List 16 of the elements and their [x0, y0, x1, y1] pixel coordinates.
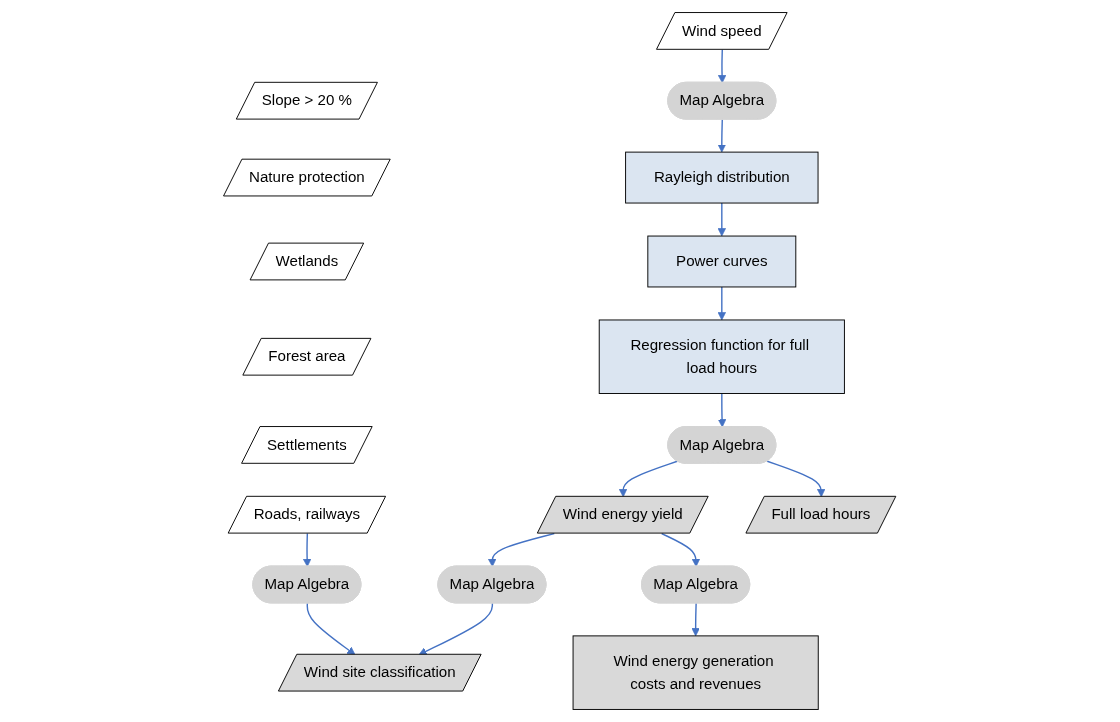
arrow [661, 532, 701, 567]
arrow [691, 602, 701, 637]
arrow [418, 602, 494, 656]
arrow [306, 602, 356, 656]
arrow [619, 460, 679, 498]
node-box: Power curves [647, 235, 797, 288]
arrow [718, 49, 727, 84]
arrow [766, 460, 826, 498]
arrow [718, 118, 727, 153]
arrow [718, 286, 727, 321]
node-box: Rayleigh distribution [625, 151, 819, 204]
arrow [718, 392, 727, 428]
arrow [303, 532, 312, 567]
arrow [718, 202, 727, 237]
node-box: Wind energy generation costs and revenues [572, 635, 820, 710]
node-box: Regression function for full load hours [599, 319, 846, 394]
